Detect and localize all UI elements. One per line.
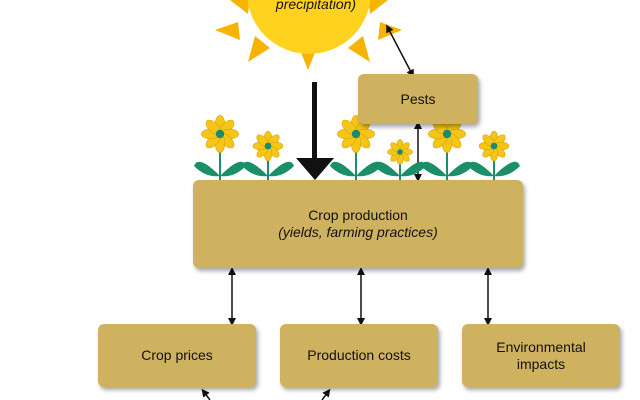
flower-icon [468,130,520,180]
sun-icon [215,0,402,70]
flower-icon [374,139,426,180]
sun-caption: precipitation) [275,0,357,12]
crop-prices-label: Crop prices [141,347,213,363]
flower-icon [242,130,294,180]
flower-icon [421,115,473,180]
crop-production-box: Crop production (yields, farming practic… [193,180,523,268]
flower-row [194,115,520,180]
pests-label: Pests [400,90,436,107]
flower-icon [194,115,246,180]
crop-prices-box: Crop prices [98,324,256,387]
sun-to-crop-arrow [296,82,334,180]
sun-pests-connector [386,24,414,78]
production-costs-label: Production costs [307,347,411,363]
crop-production-sublabel: (yields, farming practices) [278,224,438,240]
environmental-impacts-label-line1: Environmental [496,338,586,355]
environmental-impacts-box: Environmental impacts [462,324,620,387]
production-costs-bottom-connector [321,388,331,400]
pests-box: Pests [358,74,478,124]
flower-icon [330,115,382,180]
environmental-impacts-label-line2: impacts [516,355,566,372]
crop-production-label: Crop production [308,207,408,223]
production-costs-box: Production costs [280,324,438,387]
crop-prices-bottom-connector [201,388,211,400]
